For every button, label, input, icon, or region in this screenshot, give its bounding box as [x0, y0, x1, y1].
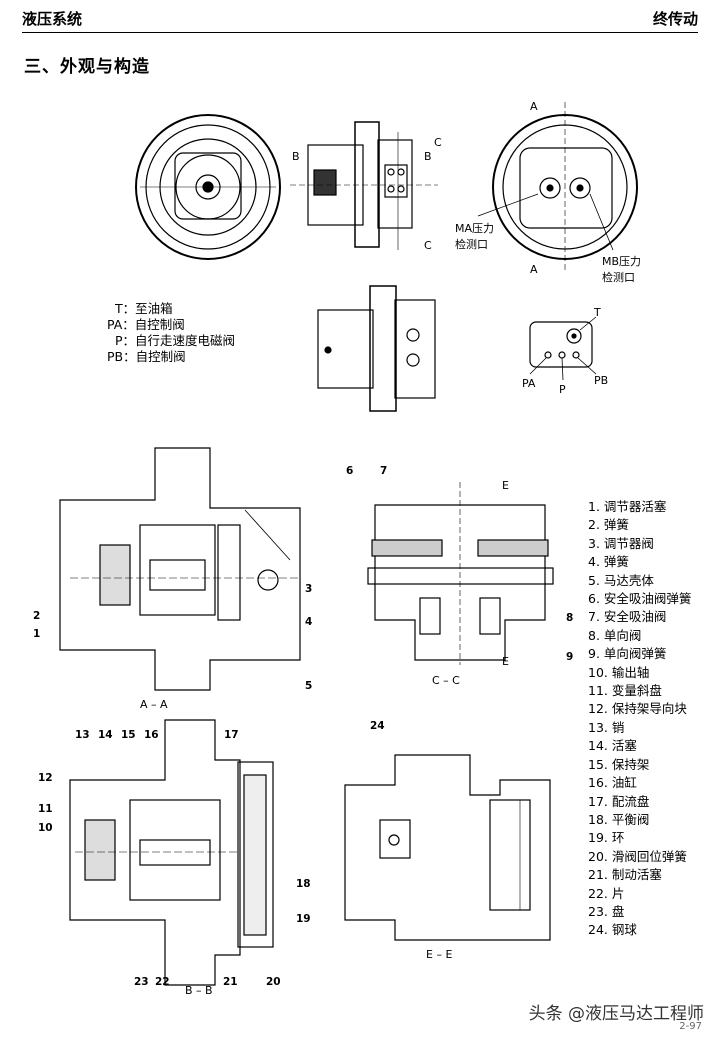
parts-list-item: 7. 安全吸油阀 [588, 609, 667, 625]
label-mb-2: 检测口 [602, 271, 635, 284]
parts-list-item: 12. 保持架导向块 [588, 701, 687, 717]
callout-6: 6 [346, 465, 354, 477]
label-e-bottom: E [502, 655, 509, 668]
callout-18: 18 [296, 878, 311, 890]
label-a-bottom: A [530, 263, 538, 276]
watermark: 头条 @液压马达工程师 [528, 1004, 704, 1024]
label-pa: PA [522, 377, 536, 390]
label-ma-2: 检测口 [455, 238, 488, 251]
caption-cc: C – C [432, 674, 460, 687]
parts-list-item: 5. 马达壳体 [588, 572, 654, 588]
label-c-top: C [434, 136, 442, 149]
callout-14: 14 [98, 729, 113, 741]
port-legend-item: PA：自控制阀 [107, 317, 185, 332]
header-right: 终传动 [652, 10, 698, 28]
label-p: P [559, 383, 566, 396]
callout-20: 20 [266, 976, 281, 988]
port-legend-item: P：自行走速度电磁阀 [107, 333, 235, 348]
parts-list-item: 8. 单向阀 [588, 627, 642, 643]
parts-list-item: 24. 钢球 [588, 922, 637, 938]
parts-list-item: 13. 销 [588, 719, 625, 735]
label-c-bottom: C [424, 239, 432, 252]
page-header: 液压系统 终传动 [22, 6, 698, 33]
callout-3: 3 [305, 583, 313, 595]
port-legend: T：至油箱 PA：自控制阀 P：自行走速度电磁阀 PB：自控制阀 [107, 301, 235, 365]
callout-24: 24 [370, 720, 385, 732]
label-ma: MA压力 [455, 222, 495, 235]
parts-list-item: 20. 滑阀回位弹簧 [588, 848, 687, 864]
rear-view-drawing [477, 102, 638, 270]
section-ee-drawing [344, 754, 551, 941]
front-view-drawing [135, 114, 281, 260]
parts-list-item: 14. 活塞 [588, 738, 637, 754]
parts-list-item: 11. 变量斜盘 [588, 683, 662, 699]
callout-19: 19 [296, 913, 311, 925]
callout-21: 21 [223, 976, 238, 988]
callout-9: 9 [566, 651, 574, 663]
callout-11: 11 [38, 803, 53, 815]
callout-7: 7 [380, 465, 388, 477]
section-bb-drawing [69, 719, 274, 986]
parts-list-item: 22. 片 [588, 885, 625, 901]
parts-list-item: 15. 保持架 [588, 756, 650, 772]
port-legend-item: PB：自控制阀 [107, 349, 186, 364]
parts-list-item: 16. 油缸 [588, 775, 637, 791]
callout-16: 16 [144, 729, 159, 741]
parts-list-item: 23. 盘 [588, 903, 625, 919]
label-pb: PB [594, 374, 609, 387]
bottom-side-view-drawing [317, 285, 436, 412]
callout-4: 4 [305, 616, 313, 628]
parts-list-item: 18. 平衡阀 [588, 811, 650, 827]
callout-1: 1 [33, 628, 41, 640]
port-detail-drawing [529, 316, 597, 381]
label-a-top: A [530, 100, 538, 113]
parts-list-item: 10. 输出轴 [588, 664, 650, 680]
callout-17: 17 [224, 729, 239, 741]
section-cc-drawing [367, 482, 554, 665]
callout-5: 5 [305, 680, 313, 692]
parts-list-item: 6. 安全吸油阀弹簧 [588, 591, 692, 607]
caption-aa: A – A [140, 698, 168, 711]
parts-list-item: 3. 调节器阀 [588, 535, 654, 551]
label-b-left: B [292, 150, 300, 163]
parts-list-item: 2. 弹簧 [588, 517, 629, 533]
label-b-right: B [424, 150, 432, 163]
parts-list-item: 21. 制动活塞 [588, 867, 662, 883]
caption-bb: B – B [185, 984, 213, 997]
callout-15: 15 [121, 729, 136, 741]
header-left: 液压系统 [22, 10, 83, 28]
parts-list-item: 17. 配流盘 [588, 793, 650, 809]
callout-13: 13 [75, 729, 90, 741]
label-e-top: E [502, 479, 509, 492]
parts-list-item: 19. 环 [588, 830, 625, 846]
page-number: 2-97 [679, 1021, 702, 1032]
callout-10: 10 [38, 822, 53, 834]
callout-2: 2 [33, 610, 41, 622]
parts-list-item: 1. 调节器活塞 [588, 499, 667, 514]
parts-list-item: 9. 单向阀弹簧 [588, 646, 667, 662]
section-title: 三、外观与构造 [24, 57, 150, 77]
side-view-drawing [290, 121, 438, 250]
callout-23: 23 [134, 976, 149, 988]
label-mb: MB压力 [602, 255, 642, 268]
caption-ee: E – E [426, 948, 453, 961]
parts-list-item: 4. 弹簧 [588, 554, 629, 570]
callout-22: 22 [155, 976, 170, 988]
label-t: T [594, 306, 601, 319]
callout-12: 12 [38, 772, 53, 784]
parts-list: 1. 调节器活塞 2. 弹簧 3. 调节器阀 4. 弹簧 5. 马达壳体 6. … [588, 498, 691, 940]
section-aa-drawing [59, 447, 301, 691]
port-legend-item: T：至油箱 [107, 301, 173, 316]
callout-8: 8 [566, 612, 574, 624]
